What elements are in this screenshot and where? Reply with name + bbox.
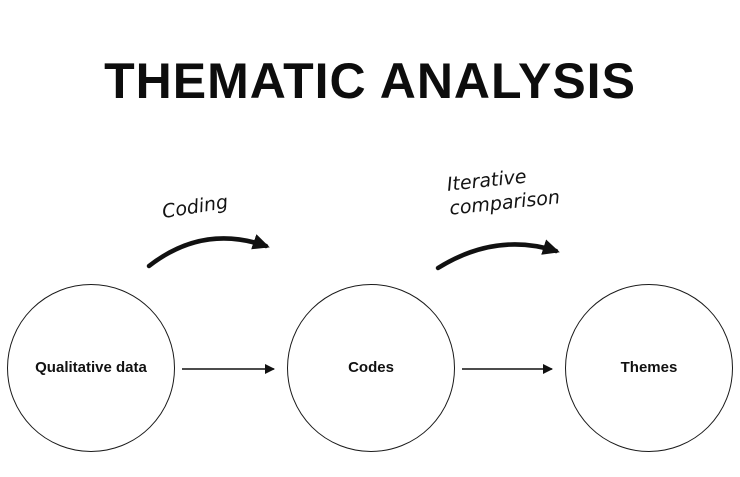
iterative-comparison-arrow	[435, 239, 560, 271]
node-codes-label: Codes	[348, 358, 394, 376]
coding-arrow	[146, 234, 270, 269]
node-codes: Codes	[287, 284, 455, 452]
node-themes: Themes	[565, 284, 733, 452]
node-qualitative-data: Qualitative data	[7, 284, 175, 452]
page-title: THEMATIC ANALYSIS	[104, 53, 636, 109]
node-themes-label: Themes	[620, 358, 678, 376]
node-qualitative-data-label: Qualitative data	[35, 358, 147, 376]
